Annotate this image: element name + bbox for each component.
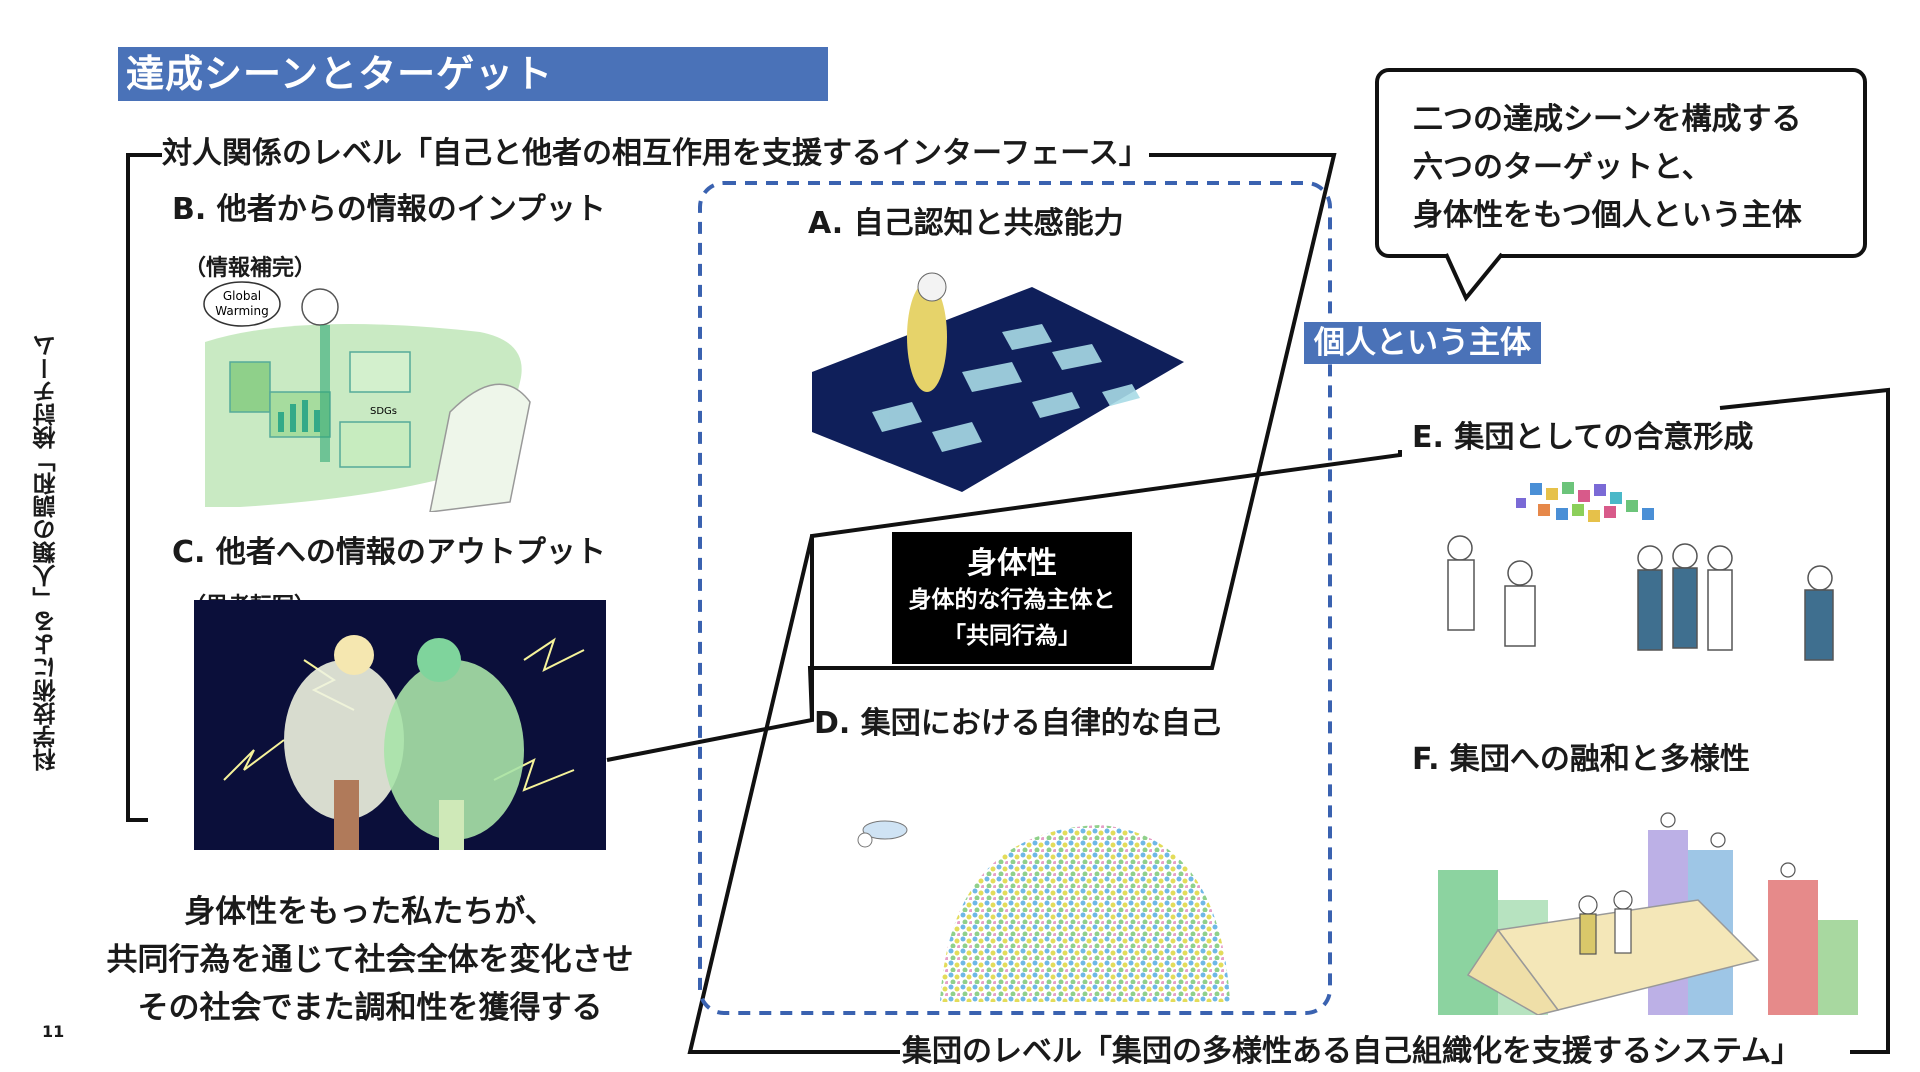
sdg-text: SDGs xyxy=(370,406,397,417)
side-label: 科学技術による「人類の調和」検討チーム xyxy=(34,334,60,772)
bubble-text-1: Global xyxy=(223,289,261,303)
target-b-sub: （情報補完） xyxy=(184,256,317,281)
bubble-text-2: Warming xyxy=(215,304,268,318)
illustration-b: Global Warming SDGs xyxy=(200,262,545,512)
target-f-title: F. 集団への融和と多様性 xyxy=(1412,742,1750,777)
bottom-line-2: 共同行為を通じて社会全体を変化させ xyxy=(106,942,634,978)
target-e-title: E. 集団としての合意形成 xyxy=(1412,420,1754,455)
individual-badge: 個人という主体 xyxy=(1304,322,1541,364)
bottom-text: 身体性をもった私たちが、 共同行為を通じて社会全体を変化させ その社会でまた調和… xyxy=(80,888,660,1032)
page-number: 11 xyxy=(42,1022,65,1041)
target-d-title: D. 集団における自律的な自己 xyxy=(814,706,1221,741)
bottom-line-1: 身体性をもった私たちが、 xyxy=(184,894,556,930)
callout-line-1: 二つの達成シーンを構成する xyxy=(1413,102,1802,137)
group-bracket-right xyxy=(1719,387,1890,1054)
callout-box: 二つの達成シーンを構成する 六つのターゲットと、 身体性をもつ個人という主体 xyxy=(1375,68,1867,258)
illustration-c xyxy=(194,600,606,850)
illustration-d xyxy=(840,780,1230,1002)
target-a-title: A. 自己認知と共感能力 xyxy=(808,206,1124,241)
illustration-f xyxy=(1438,810,1858,1015)
target-c-title: C. 他者への情報のアウトプット xyxy=(172,535,606,570)
physicality-box: 身体性 身体的な行為主体と 「共同行為」 xyxy=(892,532,1132,664)
group-level-label: 集団のレベル「集団の多様性ある自己組織化を支援するシステム」 xyxy=(902,1034,1802,1070)
physicality-title: 身体性 xyxy=(967,546,1057,581)
individual-region xyxy=(698,181,1332,1015)
callout-line-3: 身体性をもつ個人という主体 xyxy=(1413,198,1802,233)
callout-line-2: 六つのターゲットと、 xyxy=(1413,150,1712,185)
group-bracket xyxy=(687,535,900,1054)
illustration-e xyxy=(1420,478,1860,704)
illustration-a xyxy=(812,262,1184,492)
physicality-line-2: 「共同行為」 xyxy=(943,623,1081,649)
callout-tail xyxy=(1444,252,1504,302)
slide-title: 達成シーンとターゲット xyxy=(118,47,828,101)
interpersonal-level-label: 対人関係のレベル「自己と他者の相互作用を支援するインターフェース」 xyxy=(162,136,1149,172)
target-b-title: B. 他者からの情報のインプット xyxy=(172,192,606,227)
bottom-line-3: その社会でまた調和性を獲得する xyxy=(137,990,603,1026)
physicality-line-1: 身体的な行為主体と xyxy=(908,587,1116,613)
